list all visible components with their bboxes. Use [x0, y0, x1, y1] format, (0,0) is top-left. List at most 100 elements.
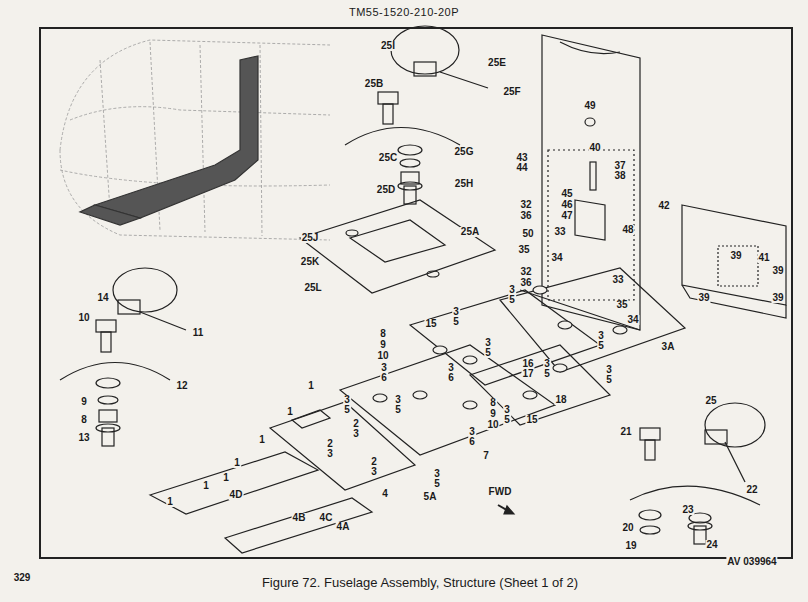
callout-number: 20 [621, 523, 634, 533]
callout-number: 1 [286, 407, 294, 417]
callout-number: 5 [503, 415, 511, 425]
callout-number: 48 [621, 225, 634, 235]
callout-number: 9 [379, 340, 387, 350]
callout-number: 2 [370, 457, 378, 467]
callout-number: 45 [560, 189, 573, 199]
callout-number: 43 [515, 153, 528, 163]
callout-number: 3 [484, 338, 492, 348]
callout-number: 25D [376, 185, 396, 195]
callout-number: 3 [394, 395, 402, 405]
callout-number: 4D [229, 490, 244, 500]
callout-number: 3 [503, 405, 511, 415]
callout-number: 3 [380, 363, 388, 373]
callout-number: 35 [615, 300, 628, 310]
panel [682, 205, 786, 305]
callout-number: 14 [96, 293, 109, 303]
callout-number: 32 [519, 267, 532, 277]
callout-number: 15 [525, 415, 538, 425]
callout-number: 36 [519, 211, 532, 221]
callout-number: 35 [517, 245, 530, 255]
callout-number: 4B [292, 513, 307, 523]
callout-number: 6 [447, 373, 455, 383]
callout-number: 3 [597, 331, 605, 341]
callout-number: 10 [77, 313, 90, 323]
callout-number: 3A [661, 342, 676, 352]
callout-number: 23 [681, 505, 694, 515]
callout-number: 5 [343, 405, 351, 415]
callout-number: AV 039964 [726, 557, 777, 567]
callout-number: 49 [583, 101, 596, 111]
callout-number: 8 [489, 398, 497, 408]
callout-number: 1 [233, 458, 241, 468]
callout-number: 329 [13, 573, 32, 583]
highlighted-floor [95, 56, 258, 218]
callout-number: 3 [508, 285, 516, 295]
callout-number: 36 [519, 278, 532, 288]
callout-number: 2 [326, 439, 334, 449]
callout-number: 1 [258, 435, 266, 445]
callout-number: 41 [757, 253, 770, 263]
callout-number: 3 [468, 427, 476, 437]
callout-number: 1 [307, 381, 315, 391]
callout-number: 3 [543, 359, 551, 369]
callout-number: 3 [447, 363, 455, 373]
callout-number: 39 [697, 293, 710, 303]
callout-number: 1 [202, 481, 210, 491]
callout-number: 25H [454, 179, 474, 189]
figure-frame [40, 28, 792, 558]
callout-number: 5 [605, 375, 613, 385]
tiedown-ring [60, 268, 186, 446]
callout-number: 50 [521, 229, 534, 239]
callout-number: 25E [487, 58, 507, 68]
callout-number: 44 [515, 163, 528, 173]
callout-number: 5 [452, 317, 460, 327]
callout-number: 33 [611, 275, 624, 285]
callout-number: 47 [560, 211, 573, 221]
callout-number: 7 [482, 451, 490, 461]
bulkhead [542, 35, 640, 330]
callout-number: 9 [80, 397, 88, 407]
callout-number: 5 [508, 295, 516, 305]
callout-number: 5 [394, 405, 402, 415]
callout-number: 24 [705, 540, 718, 550]
callout-number: 3 [605, 365, 613, 375]
callout-number: FWD [488, 487, 513, 497]
callout-number: 16 [521, 359, 534, 369]
callout-number: 25B [364, 79, 384, 89]
callout-number: 5 [597, 341, 605, 351]
callout-number: 8 [80, 415, 88, 425]
callout-number: 15 [424, 319, 437, 329]
callout-number: 39 [771, 293, 784, 303]
document-header: TM55-1520-210-20P [349, 7, 459, 18]
callout-number: 39 [771, 266, 784, 276]
callout-number: 6 [468, 437, 476, 447]
callout-number: 5A [423, 492, 438, 502]
callout-number: 18 [554, 395, 567, 405]
callout-number: 46 [560, 200, 573, 210]
callout-number: 25I [380, 41, 396, 51]
callout-number: 11 [192, 328, 205, 338]
callout-number: 25 [704, 396, 717, 406]
callout-number: 1 [166, 497, 174, 507]
callout-number: 25J [301, 233, 320, 243]
callout-number: 10 [376, 351, 389, 361]
callout-number: 25F [502, 87, 521, 97]
callout-number: 34 [550, 253, 563, 263]
callout-number: 34 [626, 315, 639, 325]
callout-number: 42 [657, 201, 670, 211]
callout-number: 25L [303, 283, 322, 293]
callout-number: 4 [381, 489, 389, 499]
callout-number: 8 [379, 329, 387, 339]
callout-number: 4C [319, 513, 334, 523]
callout-number: 1 [222, 473, 230, 483]
callout-number: 2 [352, 419, 360, 429]
callout-number: 25C [378, 153, 398, 163]
helicopter-outline [60, 40, 330, 240]
callout-number: 25A [460, 227, 480, 237]
callout-number: 17 [521, 369, 534, 379]
callout-number: 9 [489, 409, 497, 419]
callout-number: 3 [352, 429, 360, 439]
callout-number: 22 [745, 485, 758, 495]
callout-number: 21 [619, 427, 632, 437]
callout-number: 4A [336, 522, 351, 532]
